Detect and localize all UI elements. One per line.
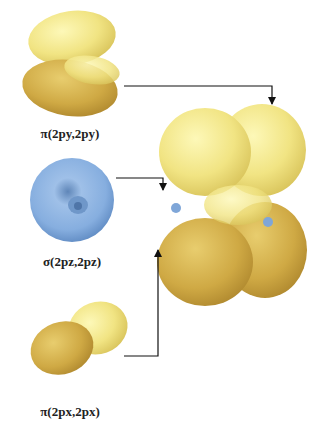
pi-y-orbital — [19, 5, 122, 122]
orbital-label-box: π(2py,2py) — [39, 124, 102, 142]
orbital-label: π(2py,2py) — [39, 126, 102, 142]
combined-orbital — [157, 104, 307, 306]
orbital-label-box: π(2px,2px) — [38, 402, 102, 420]
sigma-orbital — [30, 158, 114, 242]
arrow — [116, 86, 272, 356]
orbital-label-box: σ(2pz,2pz) — [41, 252, 103, 270]
pi-x-orbital — [23, 293, 135, 383]
orbital-label: σ(2pz,2pz) — [41, 254, 103, 270]
orbital-label: π(2px,2px) — [38, 404, 102, 420]
